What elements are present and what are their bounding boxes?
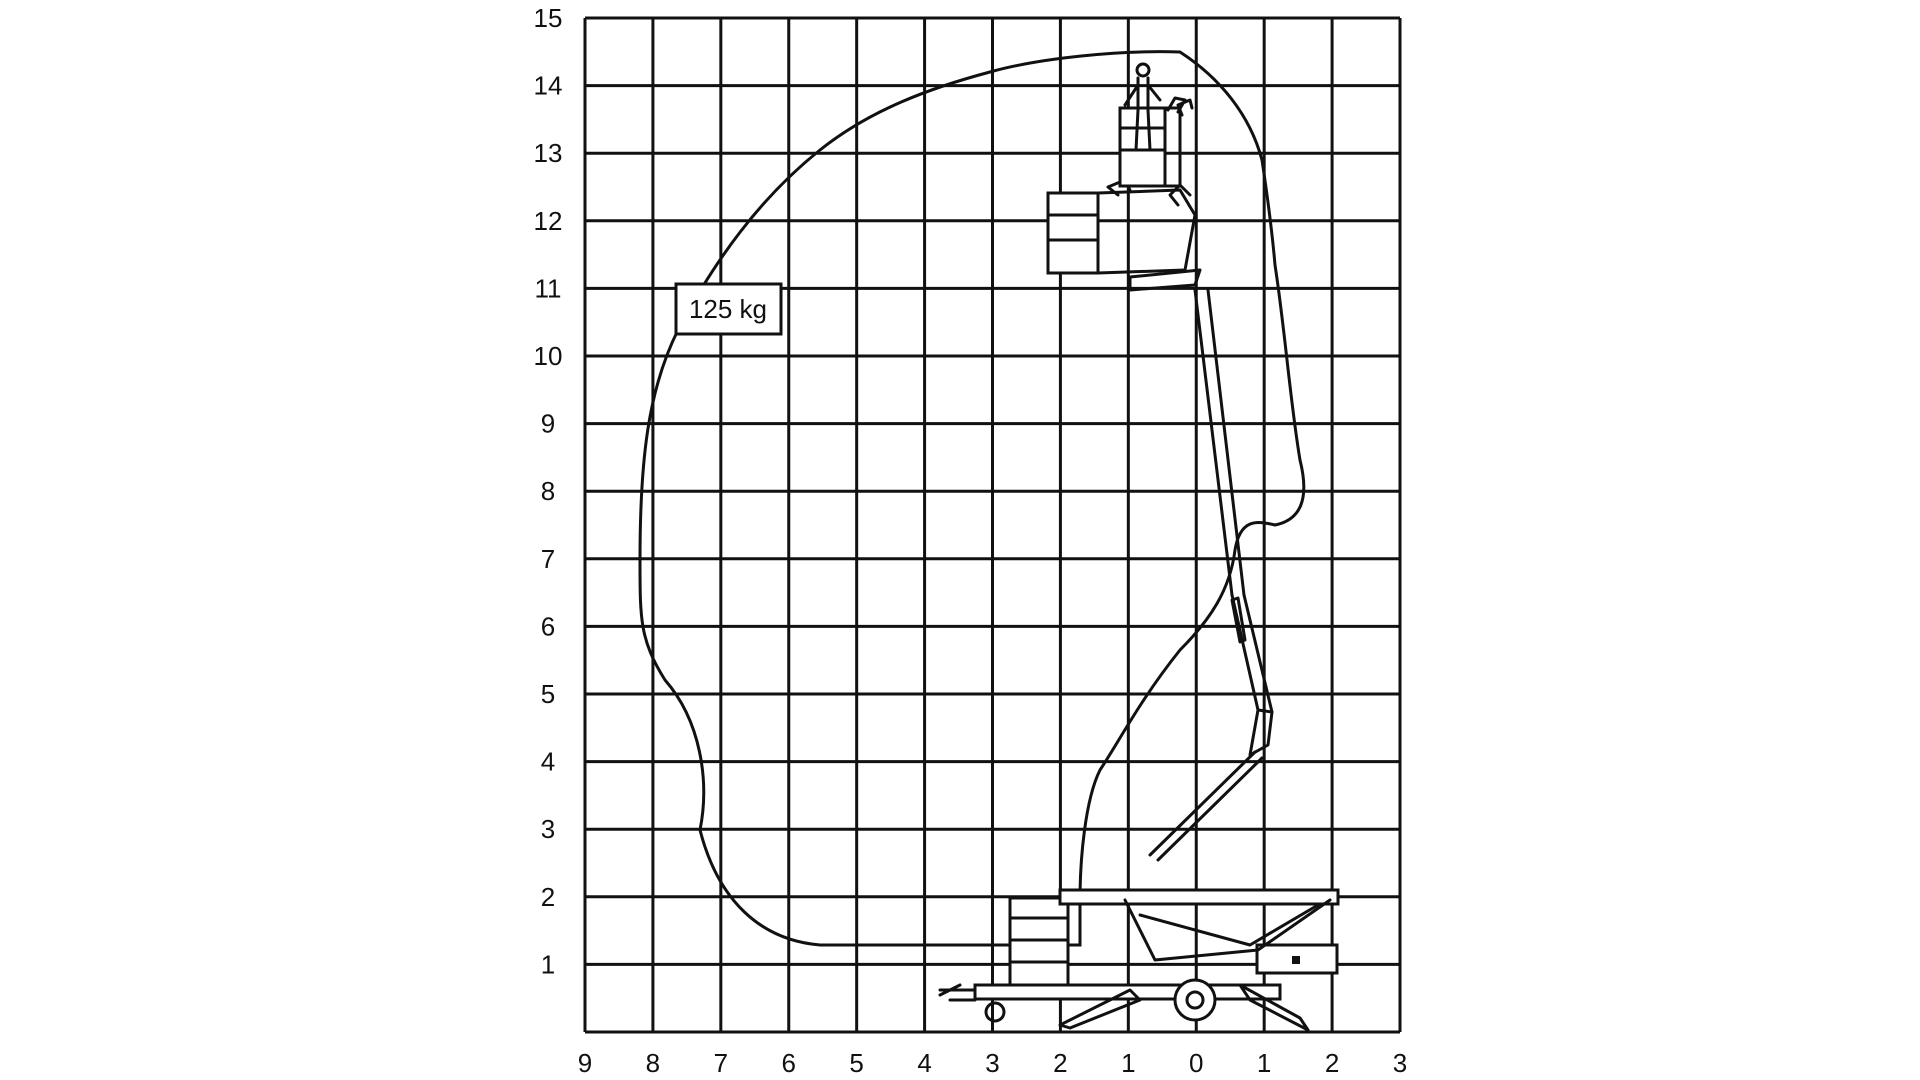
y-tick-label: 10	[534, 341, 563, 371]
y-tick-label: 9	[541, 409, 555, 439]
x-tick-label: 0	[1189, 1048, 1203, 1078]
y-tick-label: 8	[541, 476, 555, 506]
y-tick-label: 5	[541, 679, 555, 709]
x-tick-label: 6	[782, 1048, 796, 1078]
x-tick-label: 3	[1393, 1048, 1407, 1078]
y-tick-label: 6	[541, 611, 555, 641]
operator-figure-icon	[1123, 62, 1162, 152]
y-tick-label: 4	[541, 747, 555, 777]
x-tick-label: 2	[1325, 1048, 1339, 1078]
y-tick-label: 3	[541, 814, 555, 844]
boom-arm	[1128, 268, 1274, 862]
x-tick-label: 5	[849, 1048, 863, 1078]
y-tick-label: 14	[534, 71, 563, 101]
y-tick-label: 12	[534, 206, 563, 236]
y-axis-labels: 15 14 13 12 11 10 9 8 7 6 5 4 3 2 1	[534, 3, 563, 979]
grid	[583, 16, 1402, 1034]
platform-basket-lower	[1046, 178, 1197, 275]
y-tick-label: 2	[541, 882, 555, 912]
y-tick-label: 7	[541, 544, 555, 574]
load-capacity-label: 125 kg	[674, 282, 783, 336]
x-tick-label: 3	[985, 1048, 999, 1078]
x-tick-label: 8	[646, 1048, 660, 1078]
x-tick-label: 9	[578, 1048, 592, 1078]
x-tick-label: 2	[1053, 1048, 1067, 1078]
y-tick-label: 11	[535, 273, 562, 303]
y-tick-label: 13	[534, 138, 563, 168]
x-tick-label: 1	[1121, 1048, 1135, 1078]
load-capacity-text: 125 kg	[689, 294, 767, 324]
working-envelope-outline	[638, 50, 1306, 947]
x-axis-labels: 9 8 7 6 5 4 3 2 1 0 1 2 3	[578, 1048, 1407, 1078]
chassis	[938, 888, 1340, 1032]
y-tick-label: 15	[534, 3, 563, 33]
x-tick-label: 4	[917, 1048, 931, 1078]
x-tick-label: 7	[714, 1048, 728, 1078]
x-tick-label: 1	[1257, 1048, 1271, 1078]
y-tick-label: 1	[541, 949, 555, 979]
platform-basket-upper	[1118, 96, 1194, 188]
